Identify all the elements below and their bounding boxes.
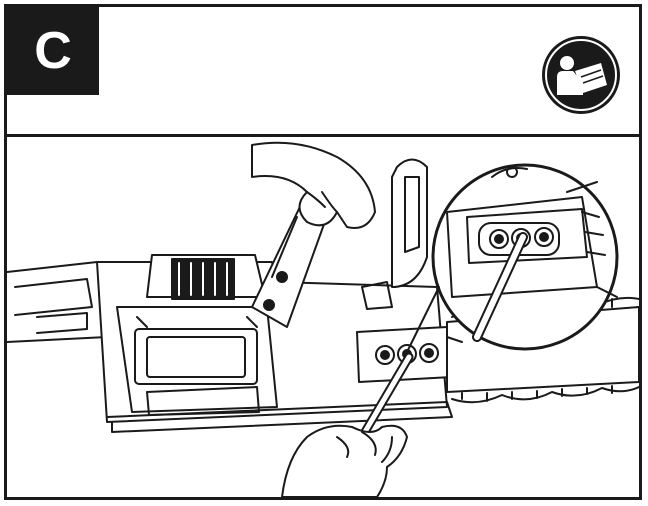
inset-leader-line bbox=[406, 286, 440, 353]
detail-inset bbox=[431, 163, 619, 351]
chainsaw-illustration bbox=[7, 137, 639, 497]
instruction-panel: C bbox=[4, 4, 642, 500]
panel-header: C bbox=[7, 7, 639, 137]
rear-handle bbox=[7, 261, 108, 343]
read-manual-icon bbox=[539, 33, 623, 117]
lower-hand bbox=[281, 424, 408, 497]
battery-pack bbox=[116, 254, 278, 416]
hand-guard bbox=[361, 158, 428, 310]
step-letter: C bbox=[34, 22, 72, 80]
side-cover bbox=[356, 326, 453, 383]
upper-hand bbox=[251, 141, 376, 229]
step-label-box: C bbox=[7, 7, 99, 95]
